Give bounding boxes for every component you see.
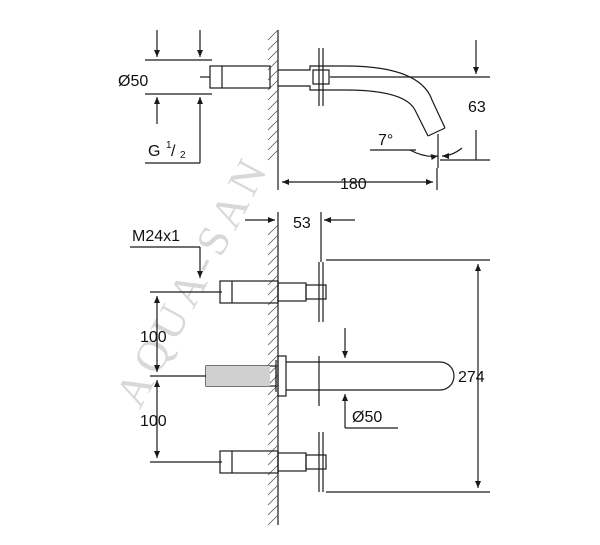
dim-total-274 [326,259,490,493]
label-thread-numerator: 1 [166,140,172,151]
front-view [130,212,490,526]
label-thread-denominator: 2 [180,150,186,161]
top-view [145,29,490,190]
wall-top [267,29,279,165]
label-angle: 7° [378,132,393,149]
dim-diameter-top [145,30,212,164]
dim-length-180 [277,165,438,190]
dim-spout-diameter [342,328,398,429]
dim-spacing [150,291,222,463]
label-thread-m24: M24x1 [132,228,180,245]
label-spacing-lower: 100 [140,413,167,430]
dim-angle-7 [370,134,463,168]
valve-lower [219,432,327,492]
label-depth-53: 53 [293,215,311,232]
label-diameter-top: Ø50 [118,73,148,90]
valve-body-top [200,65,271,89]
label-height-63: 63 [468,99,486,116]
dim-thread-m24 [130,246,203,278]
thread-fraction-slash: / [171,143,176,160]
label-spout-diameter: Ø50 [352,409,382,426]
label-thread-g: G [148,143,160,160]
label-total-274: 274 [458,369,485,386]
spout-top [278,48,446,137]
dim-depth-53 [245,212,355,262]
label-spacing-upper: 100 [140,329,167,346]
spout-front [205,355,455,406]
valve-upper [219,262,327,322]
label-length-180: 180 [340,176,367,193]
dim-height-63 [330,40,490,161]
